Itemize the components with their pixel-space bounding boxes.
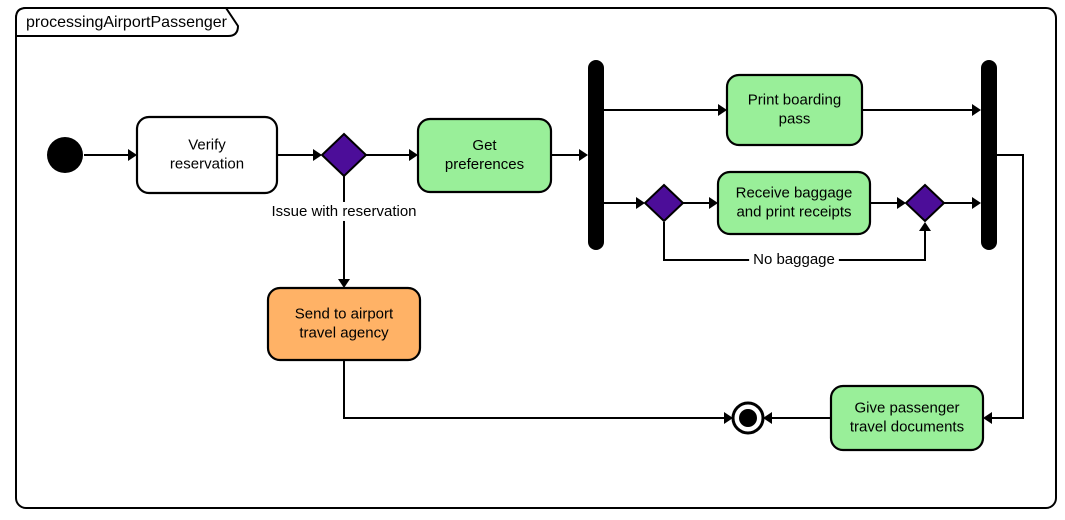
edge-label-issue-backdrop	[267, 201, 421, 221]
action-give-passenger-travel-documents-shape[interactable]	[829, 384, 985, 452]
edge-no-baggage-bypass-arrowhead	[919, 222, 931, 231]
action-get-preferences-label-line: Get	[472, 137, 497, 154]
edge-decision-to-preferences	[366, 149, 418, 161]
edge-give-documents-to-final	[763, 412, 831, 424]
action-receive-baggage-label-line: Receive baggage	[736, 184, 853, 201]
action-print-boarding-pass-label-line: Print boarding	[748, 91, 841, 108]
edge-join-to-give-documents-arrowhead	[983, 412, 992, 424]
action-receive-baggage-label-line: and print receipts	[736, 203, 851, 220]
edge-initial-to-verify-arrowhead	[128, 149, 137, 161]
edge-decision-to-send-agency	[338, 176, 350, 288]
action-verify-reservation-label-line: reservation	[170, 155, 244, 172]
decision-reservation-shape[interactable]	[320, 132, 368, 178]
edge-verify-to-decision	[277, 149, 322, 161]
action-give-passenger-travel-documents-label-line: Give passenger	[854, 399, 959, 416]
action-print-boarding-pass-shape[interactable]	[725, 73, 864, 147]
initial-node-circle[interactable]	[47, 137, 83, 173]
edge-verify-to-decision-arrowhead	[313, 149, 322, 161]
edge-initial-to-verify	[84, 149, 137, 161]
action-verify-reservation[interactable]: Verify reservation	[135, 115, 279, 195]
edge-preferences-to-fork	[551, 149, 588, 161]
edge-fork-to-decision-baggage	[604, 197, 645, 209]
frame-title-tab	[15, 7, 240, 37]
frame-title: processingAirportPassenger	[26, 14, 228, 31]
action-send-to-airport-travel-agency-label-line: Send to airport	[295, 305, 394, 322]
edge-give-documents-to-final-arrowhead	[763, 412, 772, 424]
edge-label-no-baggage-group: No baggage	[749, 249, 839, 269]
edge-fork-to-decision-baggage-arrowhead	[636, 197, 645, 209]
fork-node-bar[interactable]	[588, 60, 604, 250]
edge-label-issue-with-reservation-group: Issue with reservation	[267, 201, 421, 221]
action-get-preferences-label-line: preferences	[445, 156, 524, 173]
edge-fork-to-print-boarding-arrowhead	[718, 104, 727, 116]
frame-border	[15, 7, 1057, 509]
edge-join-to-give-documents	[983, 154, 1024, 424]
edge-preferences-to-fork-arrowhead	[579, 149, 588, 161]
edge-label-no-baggage: No baggage	[753, 251, 835, 268]
action-receive-baggage[interactable]: Receive baggage and print receipts	[716, 170, 872, 236]
activity-frame: processingAirportPassenger	[15, 7, 1057, 509]
edge-print-boarding-to-join-arrowhead	[972, 104, 981, 116]
edge-send-agency-to-final-line	[343, 360, 726, 419]
action-give-passenger-travel-documents[interactable]: Give passenger travel documents	[829, 384, 985, 452]
edge-decision-baggage-to-receive-arrowhead	[709, 197, 718, 209]
edge-merge-to-join-arrowhead	[972, 197, 981, 209]
fork-node[interactable]	[588, 60, 604, 250]
edge-decision-to-send-agency-arrowhead	[338, 279, 350, 288]
action-print-boarding-pass-label-line: pass	[779, 110, 811, 127]
action-send-to-airport-travel-agency-label-line: travel agency	[299, 324, 389, 341]
merge-baggage-shape[interactable]	[904, 183, 946, 223]
nodes-layer: Verify reservation Get preferences Print boa…	[47, 60, 997, 452]
edge-receive-to-merge	[870, 197, 906, 209]
join-node-bar[interactable]	[981, 60, 997, 250]
initial-node[interactable]	[47, 137, 83, 173]
decision-baggage-shape[interactable]	[643, 183, 685, 223]
edge-merge-to-join	[944, 197, 981, 209]
edge-label-no-baggage-backdrop	[749, 249, 839, 269]
decision-reservation[interactable]	[320, 132, 368, 178]
action-verify-reservation-shape[interactable]	[135, 115, 279, 195]
decision-baggage[interactable]	[643, 183, 685, 223]
edge-send-agency-to-final	[343, 360, 733, 424]
edge-decision-to-preferences-arrowhead	[409, 149, 418, 161]
edge-decision-baggage-to-receive	[683, 197, 718, 209]
action-verify-reservation-label-line: Verify	[188, 136, 226, 153]
final-node[interactable]	[731, 401, 765, 435]
merge-baggage[interactable]	[904, 183, 946, 223]
edge-label-issue-with-reservation: Issue with reservation	[271, 203, 416, 220]
action-get-preferences[interactable]: Get preferences	[416, 117, 553, 194]
final-node-inner-disc	[739, 409, 757, 427]
edge-print-boarding-to-join	[862, 104, 981, 116]
action-get-preferences-shape[interactable]	[416, 117, 553, 194]
action-send-to-airport-travel-agency[interactable]: Send to airport travel agency	[266, 286, 422, 362]
edge-join-to-give-documents-line	[990, 154, 1024, 419]
edge-send-agency-to-final-arrowhead	[724, 412, 733, 424]
action-give-passenger-travel-documents-label-line: travel documents	[850, 418, 964, 435]
join-node[interactable]	[981, 60, 997, 250]
action-receive-baggage-shape[interactable]	[716, 170, 872, 236]
action-print-boarding-pass[interactable]: Print boarding pass	[725, 73, 864, 147]
edge-receive-to-merge-arrowhead	[897, 197, 906, 209]
edge-fork-to-print-boarding	[604, 104, 727, 116]
action-send-to-airport-travel-agency-shape[interactable]	[266, 286, 422, 362]
edge-labels-layer: Issue with reservation No baggage	[267, 201, 839, 269]
